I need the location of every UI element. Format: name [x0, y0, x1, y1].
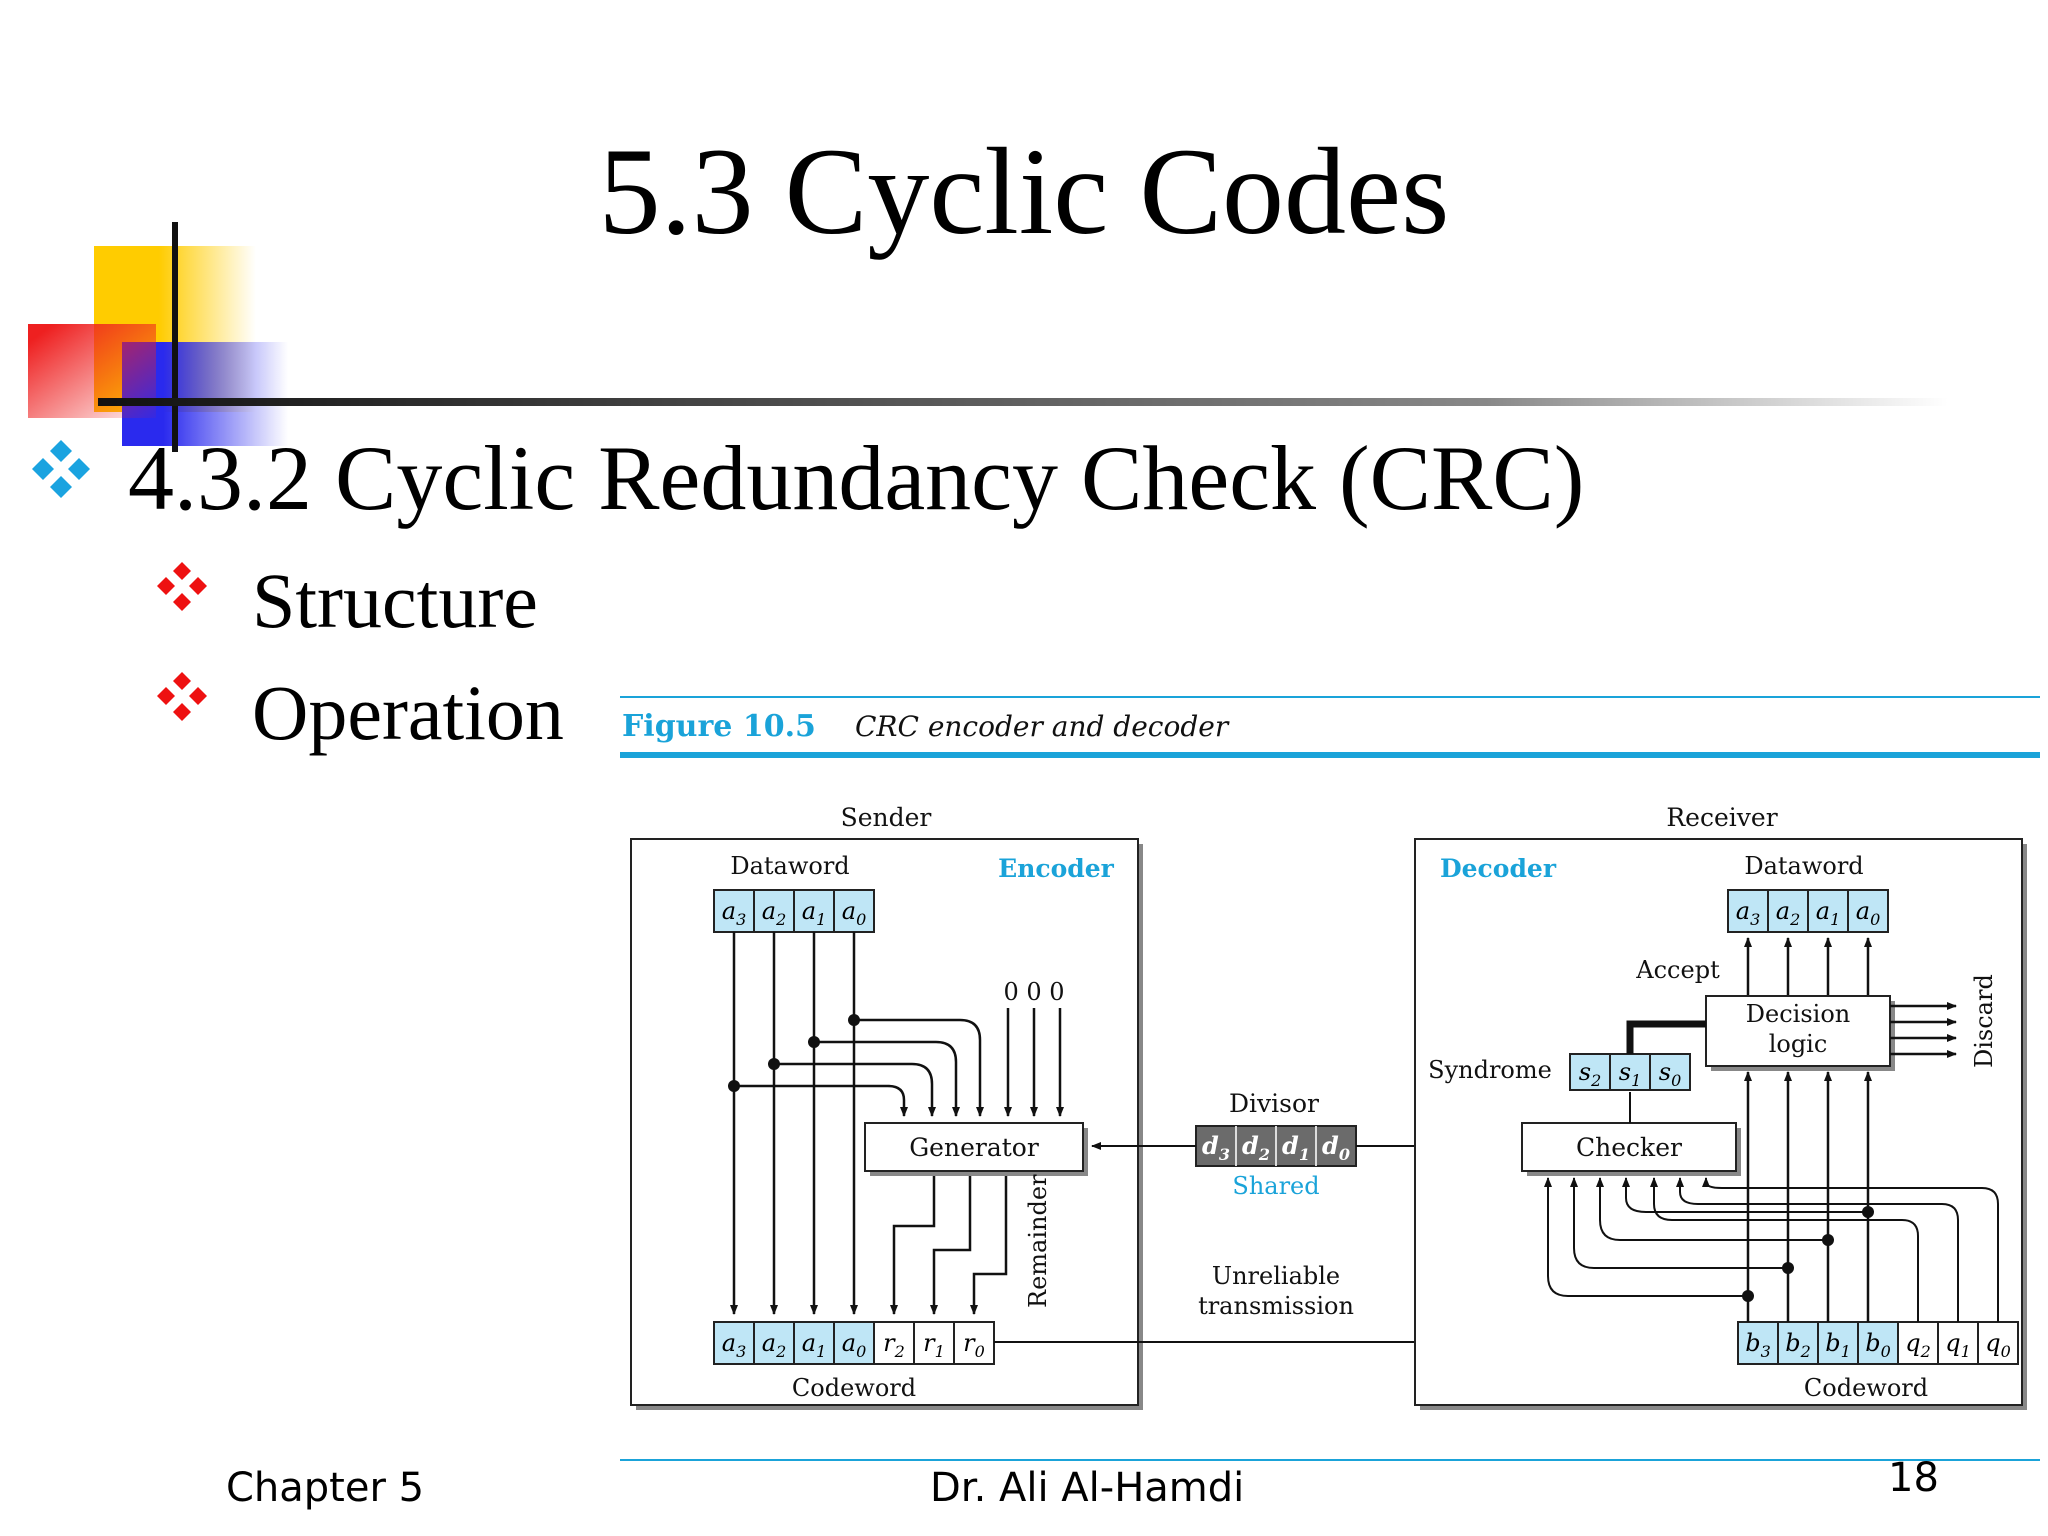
receiver-codeword-label: Codeword	[1804, 1374, 1928, 1402]
checker-box	[1521, 1122, 1737, 1172]
diamond-bullet-red-icon	[157, 672, 207, 721]
encoder-label: Encoder	[998, 854, 1115, 883]
title-underline	[98, 398, 1948, 406]
bullet-main-text: 4.3.2 Cyclic Redundancy Check (CRC)	[128, 427, 1585, 529]
sender-header: Sender	[841, 803, 932, 832]
sender-codeword-label: Codeword	[792, 1374, 916, 1402]
decision-logic-box	[1705, 995, 1891, 1067]
discard-label: Discard	[1970, 974, 1998, 1068]
receiver-codeword: b3 b2 b1 b0 q2 q1 q0	[1737, 1321, 2019, 1365]
slide-title: 5.3 Cyclic Codes	[598, 123, 1450, 260]
figure-caption: CRC encoder and decoder	[855, 710, 1230, 743]
receiver-tap-dots	[1742, 1206, 1874, 1302]
generator-label: Generator	[909, 1133, 1039, 1162]
codeword-to-checker	[1544, 1177, 1999, 1322]
sender-codeword-bit: a3	[722, 1329, 747, 1361]
receiver-dataword-label: Dataword	[1744, 852, 1863, 880]
codeword-to-decision	[1744, 1071, 1872, 1322]
diamond-bullet-red-icon	[157, 562, 207, 611]
syndrome-to-decision	[1626, 1020, 1706, 1054]
decision-line1: Decision	[1746, 1000, 1850, 1028]
receiver-dataword: a3 a2 a1 a0	[1727, 889, 1889, 933]
checker-label: Checker	[1576, 1133, 1682, 1162]
transmission-line1: Unreliable	[1212, 1262, 1340, 1290]
deco-vertical-line	[172, 222, 178, 452]
sender-data-lines	[730, 932, 1064, 1315]
transmission-line2: transmission	[1198, 1292, 1354, 1320]
sub-bullet-operation: Operation	[252, 669, 564, 756]
sender-codeword: a3 a2 a1 a0 r2 r1 r0	[713, 1321, 995, 1365]
discard-arrows	[1890, 1002, 1957, 1058]
syndrome-label: Syndrome	[1428, 1056, 1552, 1084]
decision-line2: logic	[1769, 1030, 1828, 1058]
divisor-bit: d2	[1242, 1131, 1270, 1164]
title-decoration	[28, 222, 1948, 452]
syndrome: s2 s1 s0	[1569, 1053, 1691, 1091]
shared-label: Shared	[1232, 1172, 1319, 1200]
footer-chapter: Chapter 5	[226, 1465, 425, 1511]
generator-box	[864, 1122, 1084, 1172]
divisor-label: Divisor	[1229, 1089, 1319, 1118]
receiver-header: Receiver	[1666, 803, 1777, 832]
decoder-label: Decoder	[1440, 854, 1557, 883]
sender-dataword-label: Dataword	[730, 852, 849, 880]
figure-number: Figure 10.5	[622, 709, 816, 744]
sender-dataword: a3 a2 a1 a0	[713, 889, 875, 933]
page-number: 18	[1888, 1455, 1939, 1501]
accept-label: Accept	[1635, 956, 1720, 984]
diamond-bullet-blue-icon	[32, 440, 90, 498]
footer-author: Dr. Ali Al-Hamdi	[930, 1465, 1245, 1511]
divisor: d3 d2 d1 d0	[1195, 1125, 1357, 1167]
zeros-input: 0 0 0	[1003, 978, 1064, 1006]
sub-bullet-structure: Structure	[252, 557, 538, 644]
remainder-label: Remainder	[1024, 1174, 1052, 1308]
accept-arrows	[1744, 937, 1872, 996]
tap-dots	[728, 1014, 860, 1092]
